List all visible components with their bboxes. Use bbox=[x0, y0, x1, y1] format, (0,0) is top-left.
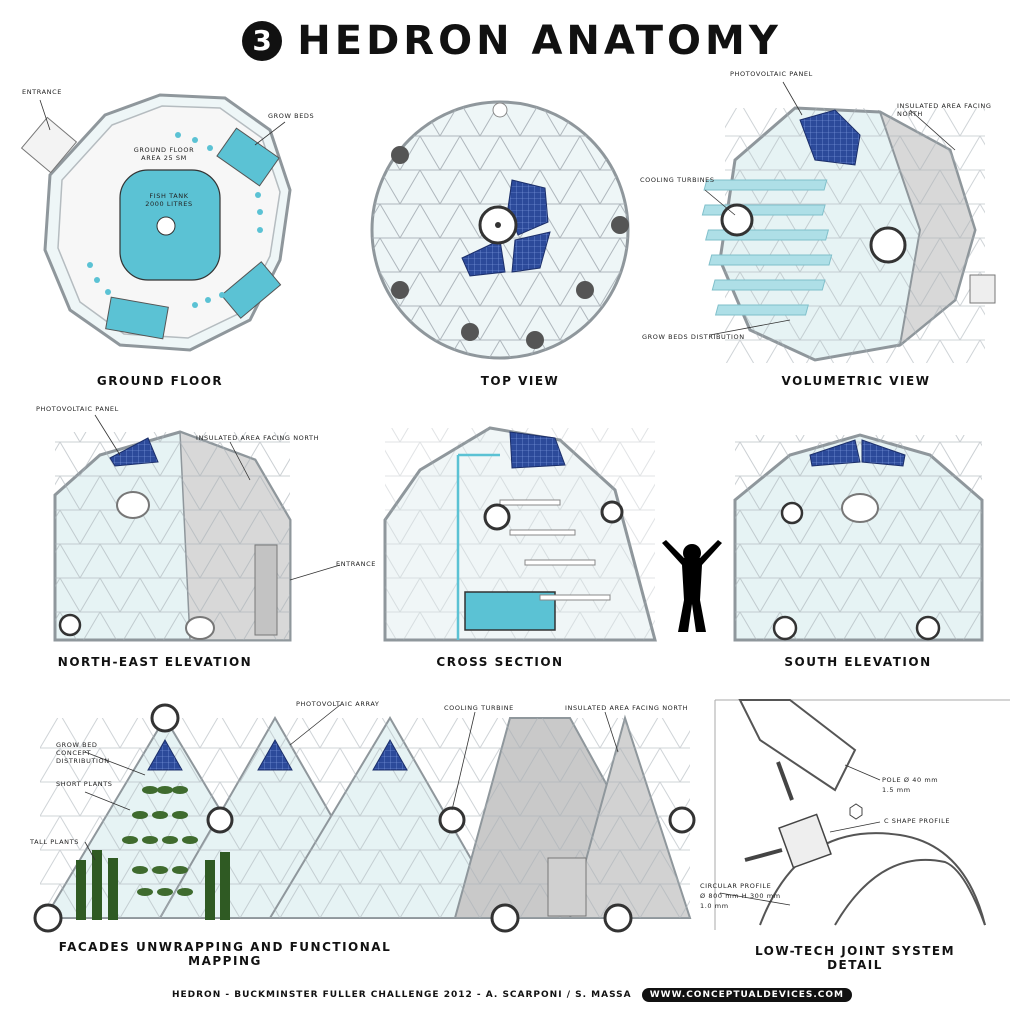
footer: HEDRON - BUCKMINSTER FULLER CHALLENGE 20… bbox=[0, 988, 1024, 1002]
caption-cross-section: CROSS SECTION bbox=[436, 655, 564, 669]
label-tall-plants: TALL PLANTS bbox=[30, 838, 79, 846]
cooling-turbine-icon bbox=[206, 806, 234, 834]
cooling-turbine-icon bbox=[668, 806, 696, 834]
ground-floor-plan bbox=[20, 93, 292, 352]
cooling-turbine-icon bbox=[869, 226, 907, 264]
cooling-turbine-icon bbox=[772, 615, 798, 641]
cooling-turbine-icon bbox=[600, 500, 624, 524]
solar-panel bbox=[109, 437, 159, 467]
label-insulated-area: INSULATED AREA FACING NORTH bbox=[897, 102, 992, 118]
cooling-turbine-icon bbox=[720, 203, 754, 237]
cooling-turbine-icon bbox=[33, 903, 63, 933]
caption-volumetric-view: VOLUMETRIC VIEW bbox=[781, 374, 931, 388]
joint-detail-drawing bbox=[714, 699, 1010, 930]
label-photovoltaic-panel: PHOTOVOLTAIC PANEL bbox=[730, 70, 813, 78]
footer-credits: HEDRON - BUCKMINSTER FULLER CHALLENGE 20… bbox=[171, 990, 632, 1000]
page-title: 3 HEDRON ANATOMY bbox=[0, 18, 1024, 64]
label-grow-bed-concept: GROW BED CONCEPT DISTRIBUTION bbox=[56, 741, 110, 765]
label-c-shape-profile: C SHAPE PROFILE bbox=[884, 817, 951, 825]
caption-top-view: TOP VIEW bbox=[480, 374, 560, 388]
solar-array bbox=[372, 738, 408, 771]
label-photovoltaic-panel-ne: PHOTOVOLTAIC PANEL bbox=[36, 405, 119, 413]
solar-array bbox=[257, 738, 293, 771]
solar-panel bbox=[511, 231, 551, 273]
label-fish-tank: FISH TANK 2000 LITRES bbox=[145, 192, 193, 208]
label-insulated-area-ne: INSULATED AREA FACING NORTH bbox=[196, 434, 320, 442]
solar-panel bbox=[809, 439, 861, 467]
label-entrance: ENTRANCE bbox=[22, 88, 62, 96]
label-photovoltaic-array: PHOTOVOLTAIC ARRAY bbox=[296, 700, 380, 708]
solar-panel bbox=[461, 239, 506, 277]
label-pole-thickness: 1.5 mm bbox=[882, 786, 911, 794]
caption-joint-detail: LOW-TECH JOINT SYSTEM DETAIL bbox=[754, 944, 956, 972]
pole bbox=[738, 699, 857, 792]
top-view-sphere bbox=[370, 100, 630, 360]
label-short-plants: SHORT PLANTS bbox=[56, 780, 113, 788]
caption-facades: FACADES UNWRAPPING AND FUNCTIONAL MAPPIN… bbox=[58, 940, 392, 968]
cross-section-drawing bbox=[383, 426, 657, 642]
human-scale-figure bbox=[662, 540, 722, 632]
solar-array bbox=[147, 738, 183, 771]
solar-panel bbox=[861, 439, 906, 467]
caption-north-east-elevation: NORTH-EAST ELEVATION bbox=[57, 655, 253, 669]
title-text: HEDRON ANATOMY bbox=[297, 18, 782, 64]
label-entrance-ne: ENTRANCE bbox=[336, 560, 376, 568]
south-elevation-drawing bbox=[733, 433, 984, 642]
label-ground-floor-area: GROUND FLOOR AREA 25 SM bbox=[133, 146, 195, 162]
label-pole: POLE Ø 40 mm bbox=[882, 776, 939, 784]
label-circular-thickness: 1.0 mm bbox=[700, 902, 729, 910]
entrance-stairs bbox=[20, 116, 78, 174]
label-grow-beds: GROW BEDS bbox=[268, 112, 315, 120]
entrance-door bbox=[254, 544, 278, 636]
north-east-elevation-drawing bbox=[53, 430, 292, 642]
cooling-turbine-icon bbox=[915, 615, 941, 641]
cooling-turbine-icon bbox=[58, 613, 82, 637]
leader-lines bbox=[39, 81, 956, 906]
caption-south-elevation: SOUTH ELEVATION bbox=[784, 655, 932, 669]
cooling-turbine-icon bbox=[603, 903, 633, 933]
caption-ground-floor: GROUND FLOOR bbox=[96, 374, 224, 388]
solar-panel bbox=[799, 109, 861, 166]
cooling-turbine-icon bbox=[490, 903, 520, 933]
tall-plants bbox=[76, 850, 230, 920]
grow-bed bbox=[220, 261, 282, 319]
cooling-turbine-icon bbox=[483, 503, 511, 531]
label-cooling-turbine: COOLING TURBINE bbox=[444, 704, 514, 712]
grow-bed bbox=[105, 296, 169, 340]
solar-panel bbox=[507, 179, 549, 236]
section-number-badge: 3 bbox=[242, 21, 283, 61]
volumetric-view-sphere bbox=[701, 106, 996, 363]
website-link[interactable]: WWW.CONCEPTUALDEVICES.COM bbox=[641, 988, 853, 1002]
solar-panel bbox=[509, 431, 566, 469]
label-cooling-turbines: COOLING TURBINES bbox=[640, 176, 715, 184]
label-circular-dims: Ø 800 mm H 300 mm bbox=[700, 892, 781, 900]
label-circular-profile: CIRCULAR PROFILE bbox=[700, 882, 772, 890]
cooling-turbine-icon bbox=[150, 703, 180, 733]
facades-unwrapping-drawing bbox=[33, 703, 696, 933]
cooling-turbine-icon bbox=[780, 501, 804, 525]
cooling-turbine-icon bbox=[438, 806, 466, 834]
label-insulated-area-facade: INSULATED AREA FACING NORTH bbox=[565, 704, 689, 712]
label-grow-beds-distribution: GROW BEDS DISTRIBUTION bbox=[642, 333, 745, 341]
c-shape-profile bbox=[778, 813, 832, 869]
